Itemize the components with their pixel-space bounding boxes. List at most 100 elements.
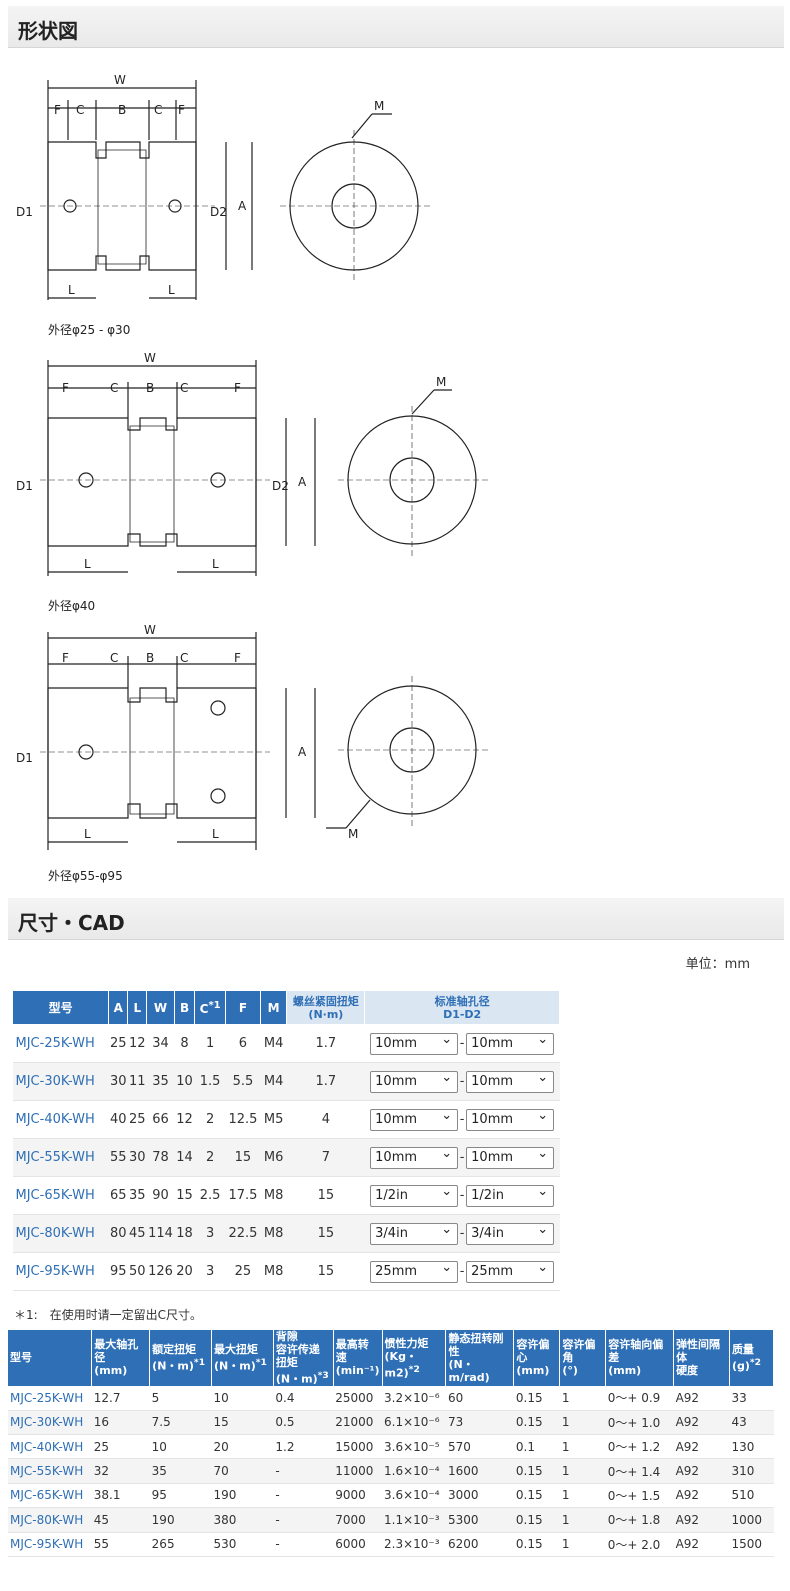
- spec-model-cell[interactable]: MJC-40K-WH: [8, 1434, 92, 1460]
- svg-text:F: F: [62, 381, 69, 395]
- spec-cell: 20: [211, 1434, 274, 1460]
- spec-col-label: 最大扭矩 (N・m): [214, 1343, 259, 1373]
- spec-col-9: 容许偏角 (°): [559, 1330, 607, 1386]
- svg-text:D1: D1: [16, 751, 33, 765]
- spec-col-1: 最大轴孔径 (mm): [91, 1330, 151, 1386]
- cell-model[interactable]: MJC-55K-WH: [12, 1138, 109, 1177]
- svg-text:C: C: [76, 103, 84, 117]
- spec-model-cell[interactable]: MJC-95K-WH: [8, 1532, 92, 1557]
- spec-model-cell[interactable]: MJC-65K-WH: [8, 1483, 92, 1509]
- cell-f: 12.5: [225, 1100, 261, 1139]
- cell-b: 8: [174, 1024, 195, 1063]
- spec-cell: 9000: [333, 1483, 383, 1509]
- bore-d1-select[interactable]: 3/4in: [370, 1222, 459, 1245]
- spec-cell: 0～+ 1.4: [605, 1458, 674, 1484]
- bore-d2-select[interactable]: 3/4in: [466, 1222, 555, 1245]
- cell-a: 40: [108, 1100, 128, 1139]
- cell-m: M4: [260, 1024, 287, 1063]
- spec-cell: 6200: [445, 1532, 514, 1557]
- cell-w: 126: [146, 1252, 175, 1291]
- drawing-caption-3: 外径φ55-φ95: [48, 869, 123, 883]
- cell-bore-select: 1/2in-1/2in: [364, 1176, 560, 1215]
- spec-cell: 190: [211, 1483, 274, 1509]
- cell-c: 2: [194, 1100, 226, 1139]
- shape-section-title: 形状図: [18, 19, 78, 43]
- col-l: L: [127, 990, 148, 1025]
- svg-text:C: C: [180, 381, 188, 395]
- spec-cell: 5300: [445, 1507, 514, 1533]
- svg-text:L: L: [84, 557, 91, 571]
- cell-w: 90: [146, 1176, 175, 1215]
- bore-d1-select[interactable]: 10mm: [370, 1070, 459, 1093]
- bore-d2-select[interactable]: 10mm: [466, 1146, 555, 1169]
- spec-col-12: 质量 (g)*2: [729, 1330, 775, 1386]
- bore-d2-select[interactable]: 10mm: [466, 1108, 555, 1131]
- spec-cell: 38.1: [91, 1483, 150, 1509]
- cell-l: 50: [127, 1252, 147, 1291]
- cell-torque: 15: [286, 1252, 365, 1291]
- bore-d2-select[interactable]: 10mm: [466, 1032, 555, 1055]
- svg-text:A: A: [238, 199, 247, 213]
- svg-text:F: F: [178, 103, 185, 117]
- spec-col-note: *2: [408, 1363, 420, 1375]
- spec-cell: 7000: [333, 1507, 383, 1533]
- col-c-label: C: [199, 1001, 209, 1016]
- spec-model-cell[interactable]: MJC-55K-WH: [8, 1458, 92, 1484]
- spec-col-label: 最高转速 (min⁻¹): [335, 1338, 380, 1378]
- spec-cell: A92: [673, 1483, 730, 1509]
- spec-cell: 1000: [729, 1507, 774, 1533]
- spec-col-6: 惯性力矩 (Kg・m2)*2: [382, 1330, 447, 1386]
- cell-f: 6: [225, 1024, 261, 1063]
- cell-c: 2: [194, 1138, 226, 1177]
- bore-d2-select[interactable]: 25mm: [466, 1260, 555, 1283]
- cell-m: M8: [260, 1214, 287, 1253]
- bore-d1-select[interactable]: 10mm: [370, 1146, 459, 1169]
- unit-label: 单位：mm: [685, 957, 750, 972]
- spec-cell: 33: [729, 1385, 774, 1411]
- spec-col-5: 最高转速 (min⁻¹): [333, 1330, 383, 1386]
- cell-model[interactable]: MJC-40K-WH: [12, 1100, 109, 1139]
- spec-cell: 0～+ 1.5: [605, 1483, 674, 1509]
- spec-cell: 12.7: [91, 1385, 150, 1411]
- spec-cell: 45: [91, 1507, 150, 1533]
- bore-d1-select[interactable]: 10mm: [370, 1032, 459, 1055]
- spec-cell: 0.15: [513, 1532, 560, 1557]
- svg-text:M: M: [436, 375, 446, 389]
- bore-d1-select[interactable]: 1/2in: [370, 1184, 459, 1207]
- svg-text:W: W: [144, 351, 156, 365]
- cell-model[interactable]: MJC-65K-WH: [12, 1176, 109, 1215]
- svg-text:B: B: [146, 381, 154, 395]
- cell-model[interactable]: MJC-80K-WH: [12, 1214, 109, 1253]
- svg-text:L: L: [84, 827, 91, 841]
- cell-w: 34: [146, 1024, 175, 1063]
- cell-w: 78: [146, 1138, 175, 1177]
- spec-col-label: 背隙 容许传递 扭矩 (N・m): [275, 1330, 320, 1386]
- spec-cell: A92: [673, 1507, 730, 1533]
- bore-d2-select[interactable]: 10mm: [466, 1070, 555, 1093]
- cell-model[interactable]: MJC-25K-WH: [12, 1024, 109, 1063]
- cell-b: 20: [174, 1252, 195, 1291]
- cell-model[interactable]: MJC-30K-WH: [12, 1062, 109, 1101]
- bore-d1-select[interactable]: 10mm: [370, 1108, 459, 1131]
- bore-d1-select[interactable]: 25mm: [370, 1260, 459, 1283]
- spec-cell: 0.15: [513, 1507, 560, 1533]
- cell-a: 95: [108, 1252, 128, 1291]
- spec-cell: 15: [211, 1410, 274, 1435]
- bore-d2-select[interactable]: 1/2in: [466, 1184, 555, 1207]
- spec-model-cell[interactable]: MJC-80K-WH: [8, 1507, 92, 1533]
- svg-text:D2: D2: [210, 205, 227, 219]
- spec-model-cell[interactable]: MJC-30K-WH: [8, 1410, 92, 1435]
- cell-model[interactable]: MJC-95K-WH: [12, 1252, 109, 1291]
- cell-b: 18: [174, 1214, 195, 1253]
- spec-cell: 70: [211, 1458, 274, 1484]
- spec-cell: 190: [149, 1507, 212, 1533]
- spec-model-cell[interactable]: MJC-25K-WH: [8, 1385, 92, 1411]
- bore-separator: -: [459, 1188, 465, 1203]
- cell-b: 12: [174, 1100, 195, 1139]
